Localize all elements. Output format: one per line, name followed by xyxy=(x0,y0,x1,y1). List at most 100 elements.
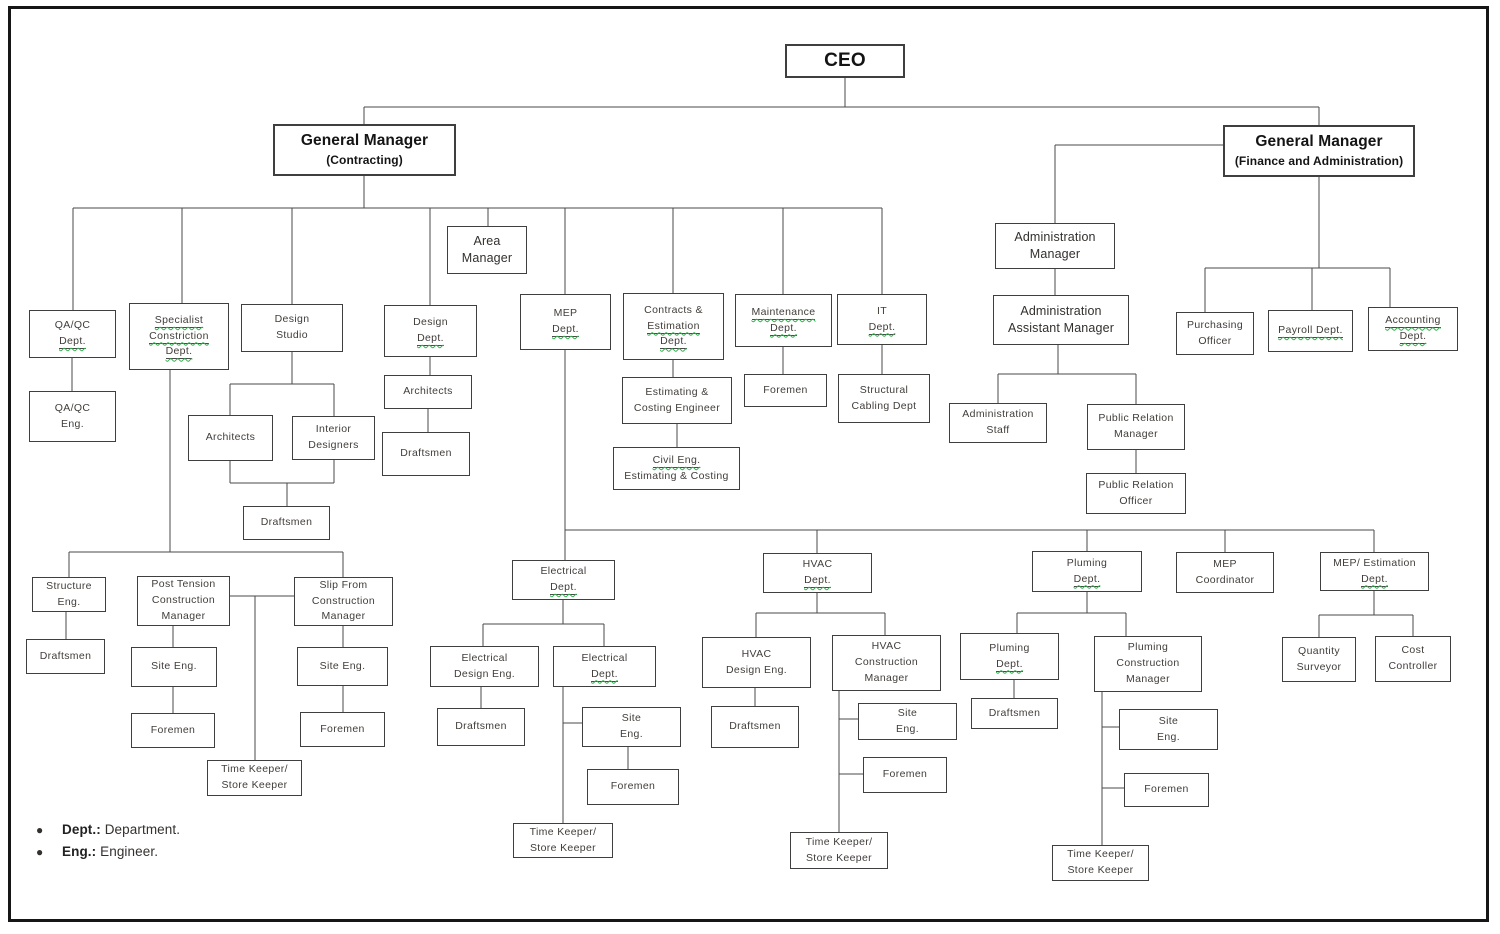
node-label: Eng. xyxy=(1157,730,1180,743)
node-label-line: Dept. xyxy=(660,334,687,350)
node-label-line: Electrical xyxy=(540,564,586,580)
node-label-line: Foremen xyxy=(1144,782,1188,798)
node-label: Draftsmen xyxy=(39,649,92,662)
node-label-line: Time Keeper/ xyxy=(1067,847,1134,863)
node-foremen-elec: Foremen xyxy=(587,769,679,805)
node-label: Construction xyxy=(854,656,919,669)
node-label: Store Keeper xyxy=(1067,864,1134,876)
node-label-line: HVAC xyxy=(872,639,902,655)
node-label-line: Draftsmen xyxy=(989,706,1041,722)
node-label-line: Administration xyxy=(1020,303,1101,321)
node-label-line: CEO xyxy=(824,47,866,76)
node-label: Pluming xyxy=(1127,641,1169,654)
node-label: CEO xyxy=(824,49,866,71)
node-label: Manager xyxy=(1029,247,1081,261)
node-label-line: Time Keeper/ xyxy=(530,825,597,841)
node-label-line: Cabling Dept xyxy=(852,399,917,415)
node-label-misspelled: Dept. xyxy=(552,323,579,337)
node-label-line: Foremen xyxy=(883,767,927,783)
node-label: Construction xyxy=(311,594,376,607)
node-label: Controller xyxy=(1388,660,1438,672)
node-label-line: QA/QC xyxy=(55,318,91,334)
node-label-line: MEP xyxy=(1213,557,1237,573)
legend-definition: Engineer. xyxy=(96,844,159,859)
node-label-line: Eng. xyxy=(1157,730,1180,746)
node-label-line: Dept. xyxy=(996,657,1023,673)
node-label-line: Design Eng. xyxy=(454,667,515,683)
node-label: HVAC xyxy=(802,558,833,571)
node-label: Slip From xyxy=(319,578,368,591)
node-label-line: Officer xyxy=(1198,334,1231,350)
node-label-misspelled: Dept. xyxy=(1361,572,1388,587)
node-label-line: Manager xyxy=(1114,427,1158,443)
node-label: QA/QC xyxy=(54,401,91,414)
node-label: Manager xyxy=(321,610,366,623)
node-label: Surveyor xyxy=(1296,660,1342,673)
node-label: Administration xyxy=(962,408,1034,421)
node-tksk-ptsf: Time Keeper/Store Keeper xyxy=(207,760,302,796)
node-label-line: Manager xyxy=(865,671,909,687)
node-ceo: CEO xyxy=(785,44,905,78)
node-label: Draftsmen xyxy=(260,516,313,529)
node-label: Foremen xyxy=(610,780,656,793)
node-label-line: Administration xyxy=(962,407,1033,423)
node-site-eng-sf: Site Eng. xyxy=(297,647,388,686)
node-label: Structural xyxy=(859,383,909,396)
node-label-line: Assistant Manager xyxy=(1008,320,1114,338)
node-label-misspelled: Dept. xyxy=(417,332,444,346)
node-label: Manager xyxy=(461,251,513,265)
node-architects-dept: Architects xyxy=(384,375,472,409)
node-label-line: General Manager xyxy=(301,131,428,152)
node-label: Site xyxy=(1158,714,1179,727)
node-label: Electrical xyxy=(540,565,587,578)
node-label-line: Design xyxy=(413,315,448,331)
node-label-line: Design xyxy=(275,312,310,328)
node-label-line: Staff xyxy=(986,423,1009,439)
node-label: Coordinator xyxy=(1195,573,1255,586)
legend-term: Eng.: xyxy=(62,844,97,859)
node-label-line: Dept. xyxy=(868,320,896,336)
node-label: Costing Engineer xyxy=(633,401,721,414)
node-label: Foremen xyxy=(320,722,365,735)
node-label: Store Keeper xyxy=(221,779,288,791)
node-label-line: Dept. xyxy=(770,321,797,337)
node-label-misspelled: Dept. xyxy=(591,667,618,682)
node-label-line: Interior xyxy=(316,422,351,438)
node-label-misspelled: Dept. xyxy=(1399,330,1427,344)
node-label-line: Foremen xyxy=(151,723,195,739)
node-label-line: Pluming xyxy=(1067,556,1107,572)
node-label-line: Costing Engineer xyxy=(634,401,720,417)
node-label-misspelled: Dept. xyxy=(165,345,193,360)
node-draftsmen-elec: Draftsmen xyxy=(437,708,525,746)
node-site-eng-pt: Site Eng. xyxy=(131,647,217,687)
node-label-line: Manager xyxy=(162,609,206,625)
node-label-line: Foremen xyxy=(320,722,364,738)
node-label-line: Estimation xyxy=(647,319,700,335)
node-label: Pluming xyxy=(1066,556,1108,569)
node-label-line: HVAC xyxy=(803,557,833,573)
node-label-line: Eng. xyxy=(61,417,84,433)
node-label-misspelled: Dept. xyxy=(660,335,687,350)
node-label: Assistant Manager xyxy=(1007,321,1115,335)
node-label-line: Slip From xyxy=(319,578,367,594)
node-label-line: Manager xyxy=(1030,246,1080,264)
node-label-line: Construction xyxy=(312,594,375,610)
node-label: Design xyxy=(274,313,310,326)
